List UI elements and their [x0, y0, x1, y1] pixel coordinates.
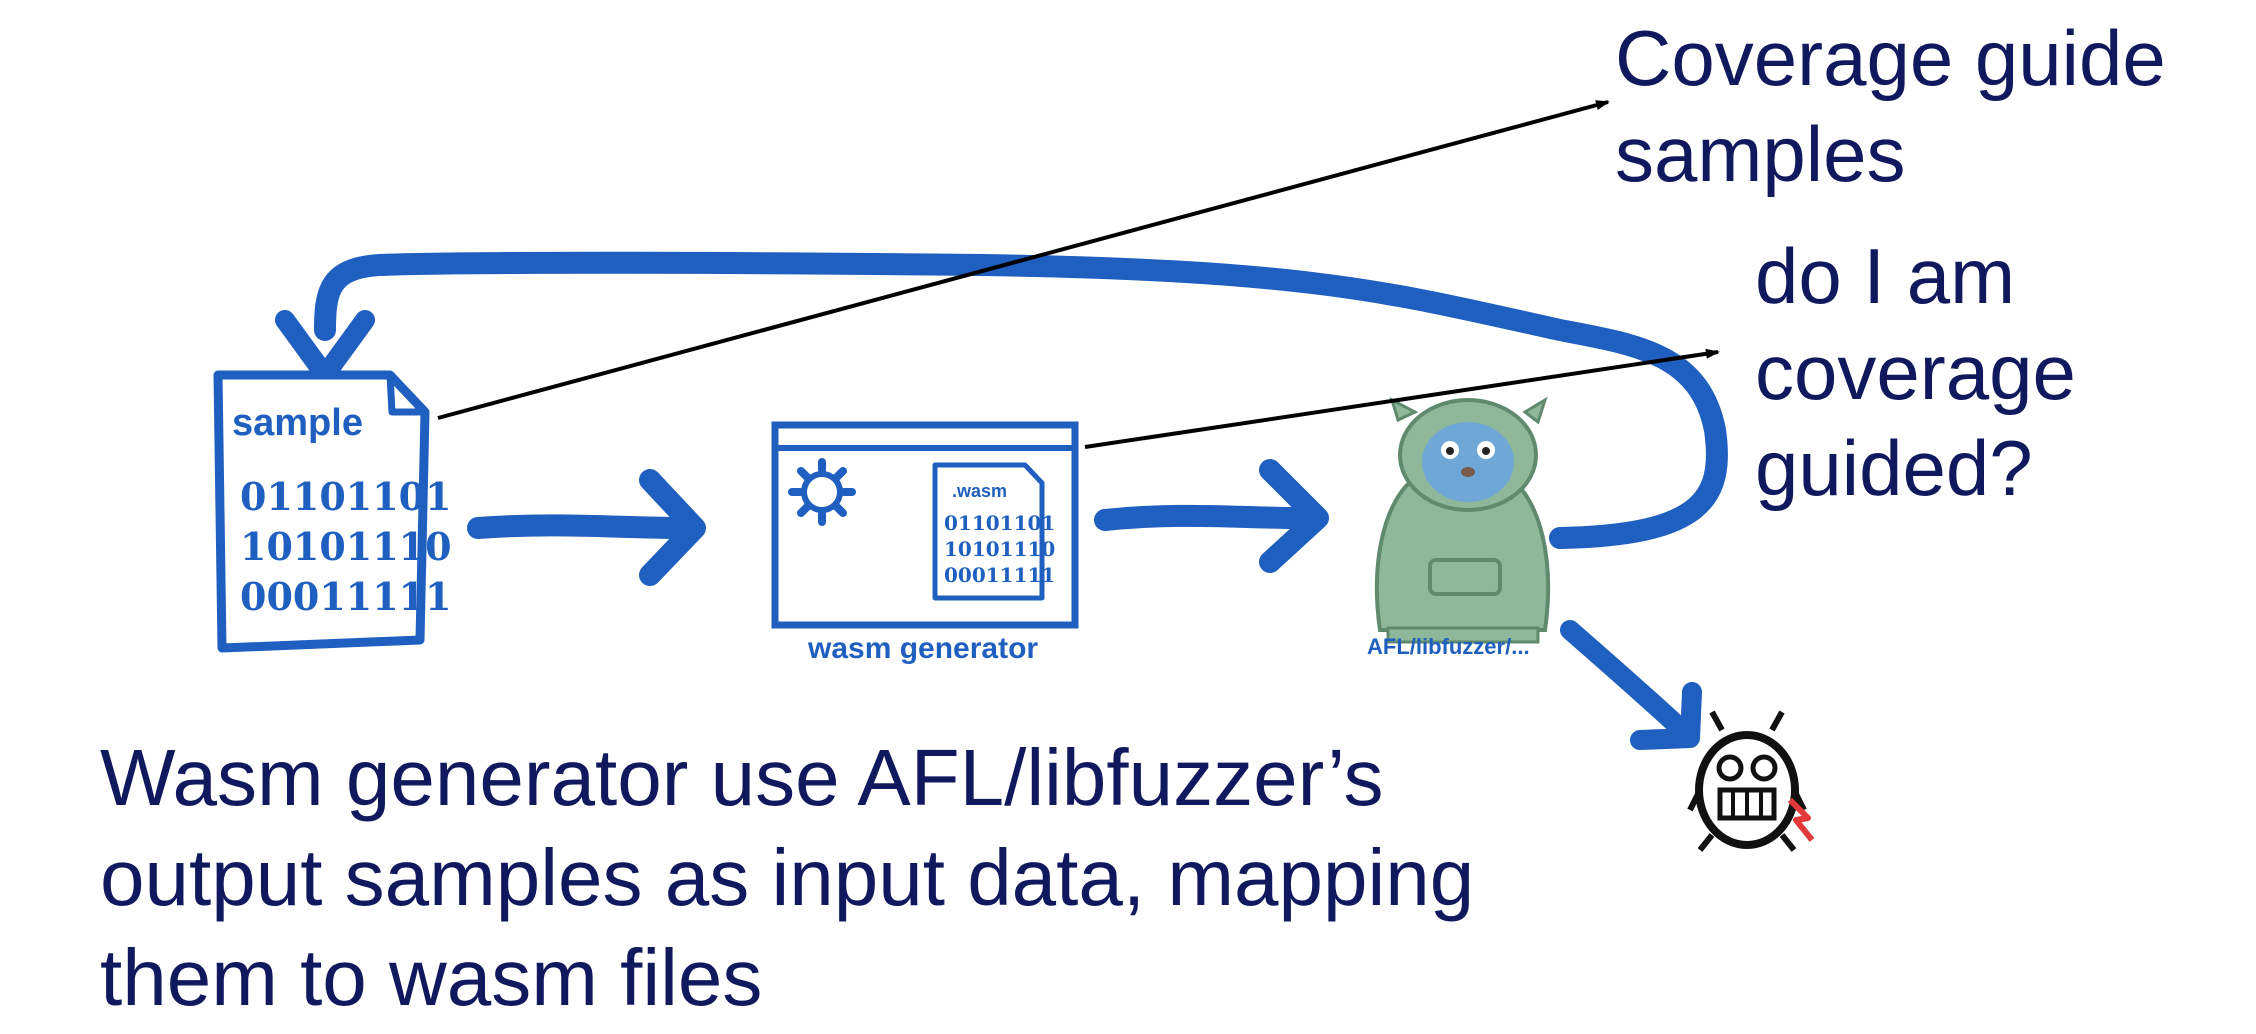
- fuzzer-label: AFL/libfuzzer/...: [1367, 634, 1530, 659]
- wasm-bits-2: 10101110: [944, 537, 1055, 561]
- sample-bits-1: 01101101: [240, 474, 452, 519]
- coverage-guide-line-1: Coverage guide: [1615, 14, 2166, 102]
- pointer-arrow-question: [1084, 348, 1720, 449]
- question-line-2: coverage: [1755, 328, 2076, 416]
- coverage-guide-line-2: samples: [1615, 110, 1906, 198]
- wasm-generator-window: .wasm 01101101 10101110 00011111 wasm ge…: [771, 421, 1079, 665]
- question-line-3: guided?: [1755, 424, 2033, 512]
- bug-icon: [1687, 710, 1815, 852]
- wasm-file-icon: .wasm 01101101 10101110 00011111: [932, 462, 1055, 601]
- sample-bits-2: 10101110: [240, 524, 452, 569]
- description-caption: Wasm generator use AFL/libfuzzer’s outpu…: [100, 728, 1700, 1028]
- sample-label: sample: [232, 402, 363, 444]
- wasm-bits-3: 00011111: [944, 563, 1055, 587]
- bug-arrow: [1560, 620, 1702, 750]
- wasm-generator-label: wasm generator: [807, 632, 1038, 665]
- sample-bits-3: 00011111: [240, 574, 452, 619]
- question-caption: do I am coverage guided?: [1755, 228, 2215, 516]
- flow-arrow-1: [467, 469, 706, 586]
- description-line-1: Wasm generator use AFL/libfuzzer’s: [100, 733, 1384, 822]
- flow-arrow-2: [1094, 459, 1329, 573]
- feedback-loop-arrow: [314, 251, 1728, 549]
- question-line-1: do I am: [1755, 232, 2016, 320]
- description-line-3: them to wasm files: [100, 933, 763, 1022]
- sample-document-icon: sample 01101101 10101110 00011111: [213, 370, 452, 653]
- pointer-arrow-coverage: [437, 100, 1610, 420]
- gear-icon: [788, 458, 856, 526]
- gopher-hoodie-icon: [1374, 396, 1551, 644]
- coverage-guide-caption: Coverage guide samples: [1615, 10, 2255, 202]
- wasm-file-ext: .wasm: [952, 481, 1007, 501]
- description-line-2: output samples as input data, mapping: [100, 833, 1475, 922]
- wasm-bits-1: 01101101: [944, 511, 1055, 535]
